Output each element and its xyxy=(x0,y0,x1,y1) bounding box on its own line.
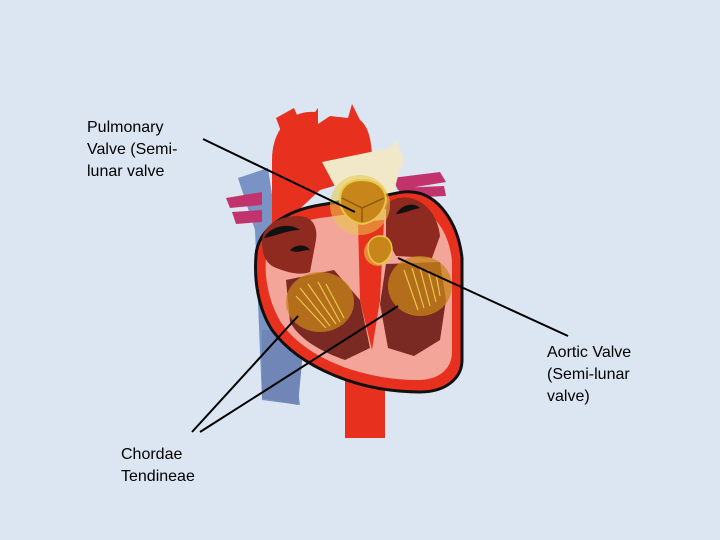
aortic-valve xyxy=(367,235,393,265)
pulmonary-vein-left xyxy=(226,192,262,224)
pulmonary-valve-label: Pulmonary Valve (Semi- lunar valve xyxy=(87,119,178,180)
aortic-branch xyxy=(276,108,300,134)
pulmonary-valve xyxy=(338,178,388,226)
tricuspid-chordae xyxy=(295,281,345,329)
pulmonary-valve-leader xyxy=(202,138,356,213)
vena-cava-opening xyxy=(264,225,300,238)
aortic-valve-label: Aortic Valve (Semi-lunar valve) xyxy=(547,344,632,405)
coronary-sinus-opening xyxy=(290,245,310,252)
pulmonary-vein-opening xyxy=(396,204,420,214)
chordae-tendineae-label: Chordae Tendineae xyxy=(121,446,195,485)
chordae-leader-1 xyxy=(191,315,299,433)
aortic-valve-leader xyxy=(397,257,569,337)
aortic-arch xyxy=(272,104,372,235)
pulmonary-valve-cusps xyxy=(341,197,385,222)
chordae-leader-2 xyxy=(199,305,399,433)
mitral-chordae xyxy=(403,267,441,311)
